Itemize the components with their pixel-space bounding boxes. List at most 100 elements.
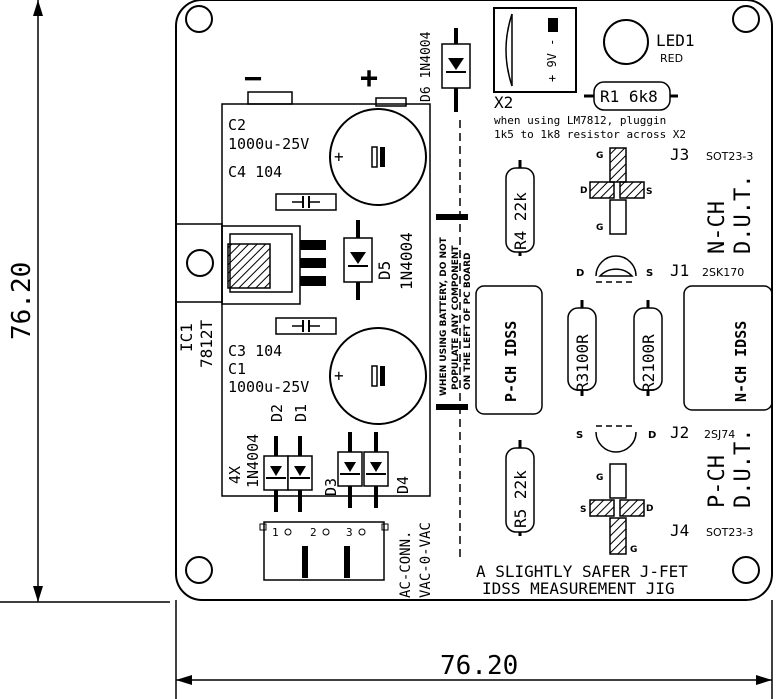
diode-d1: D1 bbox=[287, 404, 313, 512]
d6-label: D6 1N4004 bbox=[419, 31, 434, 102]
capacitor-c1: + C1 1000u-25V bbox=[228, 327, 427, 425]
nch-dut-label-2: D.U.T. bbox=[731, 175, 756, 254]
ac-conn-label: AC-CONN. bbox=[398, 531, 414, 598]
diode-d5: D5 1N4004 bbox=[343, 220, 416, 300]
c1-ref: C1 bbox=[228, 360, 246, 378]
transistor-j1: D S J1 2SK170 bbox=[576, 255, 744, 283]
dimension-vertical-label: 76.20 bbox=[7, 262, 37, 340]
transistor-j3: G D S G J3 SOT23-3 bbox=[580, 145, 753, 235]
diode-d6: D6 1N4004 bbox=[419, 28, 471, 112]
diode-d4: D4 bbox=[363, 432, 412, 508]
c1-value: 1000u-25V bbox=[228, 378, 309, 396]
j3-drain: D bbox=[580, 186, 587, 196]
d3-ref: D3 bbox=[322, 478, 340, 496]
d5-value: 1N4004 bbox=[397, 232, 416, 290]
resistor-r3: R3100R bbox=[567, 300, 597, 396]
capacitor-c4 bbox=[275, 193, 337, 211]
x2-ref: X2 bbox=[494, 93, 513, 112]
led1: LED1 RED bbox=[603, 19, 695, 65]
d1-ref: D1 bbox=[292, 404, 310, 422]
j1-source: S bbox=[646, 268, 653, 279]
r1-label: R1 6k8 bbox=[600, 87, 658, 106]
pch-idss-box: P-CH IDSS bbox=[475, 285, 543, 415]
pin-1: 1 bbox=[272, 526, 279, 539]
j2-source: S bbox=[576, 430, 583, 441]
c2-value: 1000u-25V bbox=[228, 135, 309, 153]
dimension-vertical: 76.20 bbox=[0, 0, 170, 603]
nch-idss-label: N-CH IDSS bbox=[732, 321, 750, 402]
j4-source: S bbox=[580, 505, 586, 515]
j1-ref: J1 bbox=[670, 261, 689, 280]
led1-ref: LED1 bbox=[656, 31, 695, 50]
j3-ref: J3 bbox=[670, 145, 689, 164]
resistor-r1: R1 6k8 bbox=[584, 81, 678, 111]
d4-ref: D4 bbox=[394, 476, 412, 494]
r2-label: R2100R bbox=[639, 334, 658, 392]
pin-2: 2 bbox=[310, 526, 317, 539]
j2-ref: J2 bbox=[670, 423, 689, 442]
j4-gate-bottom: G bbox=[630, 545, 637, 555]
lm7812-note-2: 1k5 to 1k8 resistor across X2 bbox=[494, 128, 686, 141]
j4-gate-top: G bbox=[596, 473, 603, 483]
lm7812-note-1: when using LM7812, pluggin bbox=[494, 114, 666, 127]
diode-d3: D3 bbox=[322, 432, 363, 508]
j2-part: 2SJ74 bbox=[704, 428, 735, 441]
pch-dut-label-2: D.U.T. bbox=[731, 429, 756, 508]
diodes-note-type: 1N4004 bbox=[244, 434, 262, 488]
resistor-r2: R2100R bbox=[633, 300, 663, 396]
c2-ref: C2 bbox=[228, 116, 246, 134]
diodes-note-count: 4X bbox=[226, 466, 244, 484]
j1-drain: D bbox=[576, 268, 584, 279]
j4-package: SOT23-3 bbox=[706, 526, 753, 539]
title-line-1: A SLIGHTLY SAFER J-FET bbox=[476, 562, 688, 581]
svg-text:+: + bbox=[334, 366, 344, 385]
ic1-value: 7812T bbox=[197, 319, 216, 368]
ic1-ref: IC1 bbox=[177, 323, 196, 352]
led1-value: RED bbox=[660, 52, 683, 65]
r5-label: R5 22k bbox=[511, 470, 530, 528]
nch-idss-box: N-CH IDSS bbox=[683, 285, 773, 411]
battery-note-1: WHEN USING BATTERY, DO NOT bbox=[439, 236, 449, 396]
c4-label: C4 104 bbox=[228, 163, 282, 181]
minus-sign: − bbox=[244, 61, 262, 96]
dimension-horizontal: 76.20 bbox=[175, 600, 773, 699]
j3-gate-bottom: G bbox=[596, 223, 603, 233]
j3-package: SOT23-3 bbox=[706, 150, 753, 163]
battery-connector-x2: + 9V - X2 when using LM7812, pluggin 1k5… bbox=[493, 7, 686, 141]
j4-drain: D bbox=[646, 504, 653, 514]
resistor-r5: R5 22k bbox=[505, 440, 535, 536]
c3-label: C3 104 bbox=[228, 342, 282, 360]
transistor-j2: S D J2 2SJ74 bbox=[576, 423, 735, 453]
x2-polarity: + 9V - bbox=[545, 39, 559, 82]
r4-label: R4 22k bbox=[511, 192, 530, 250]
j2-drain: D bbox=[648, 430, 656, 441]
j3-gate-top: G bbox=[596, 151, 603, 161]
dimension-horizontal-label: 76.20 bbox=[440, 651, 518, 681]
title-line-2: IDSS MEASUREMENT JIG bbox=[482, 579, 675, 598]
resistor-r4: R4 22k bbox=[505, 160, 535, 256]
plus-sign: + bbox=[360, 61, 378, 96]
capacitor-c2: + C2 1000u-25V bbox=[228, 108, 427, 206]
vac-label: VAC-0-VAC bbox=[418, 522, 434, 598]
j3-source: S bbox=[646, 187, 652, 197]
ac-connector: 1 2 3 AC-CONN. VAC-0-VAC bbox=[259, 521, 434, 598]
j1-part: 2SK170 bbox=[702, 266, 744, 279]
d5-ref: D5 bbox=[375, 261, 394, 280]
battery-note-2: POPULATE ANY COMPONENT bbox=[451, 245, 461, 390]
r3-label: R3100R bbox=[573, 334, 592, 392]
capacitor-c3 bbox=[275, 317, 337, 335]
mounting-holes bbox=[185, 5, 760, 584]
svg-text:+: + bbox=[334, 147, 344, 166]
pch-idss-label: P-CH IDSS bbox=[502, 321, 520, 402]
regulator-ic1: IC1 7812T bbox=[175, 223, 326, 368]
pin-3: 3 bbox=[346, 526, 353, 539]
battery-note-3: ON THE LEFT OF PC BOARD bbox=[463, 253, 473, 390]
board-outline bbox=[175, 0, 773, 601]
j4-ref: J4 bbox=[670, 521, 689, 540]
nch-dut-label-1: N-CH bbox=[705, 201, 730, 254]
d2-ref: D2 bbox=[268, 404, 286, 422]
transistor-j4: G S D G J4 SOT23-3 bbox=[580, 463, 753, 555]
pch-dut-label-1: P-CH bbox=[705, 455, 730, 508]
diode-d2: D2 bbox=[263, 404, 289, 512]
